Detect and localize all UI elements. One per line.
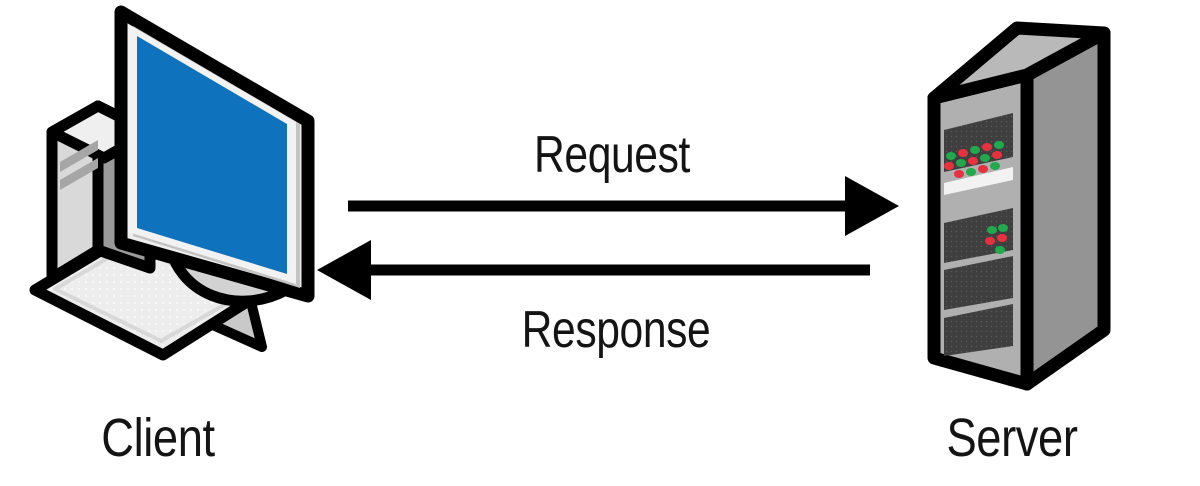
request-arrow bbox=[348, 176, 899, 236]
server-icon-group bbox=[927, 21, 1111, 391]
response-arrowhead bbox=[317, 240, 371, 300]
request-arrowhead bbox=[845, 176, 899, 236]
client-icon-group bbox=[29, 5, 315, 361]
monitor-icon bbox=[114, 5, 315, 303]
client-label: Client bbox=[101, 407, 215, 468]
monitor-screen bbox=[137, 36, 287, 274]
response-arrow bbox=[317, 240, 870, 300]
server-leds bbox=[944, 141, 1008, 254]
server-label: Server bbox=[946, 407, 1077, 468]
request-label: Request bbox=[534, 126, 690, 184]
response-label: Response bbox=[522, 301, 711, 359]
